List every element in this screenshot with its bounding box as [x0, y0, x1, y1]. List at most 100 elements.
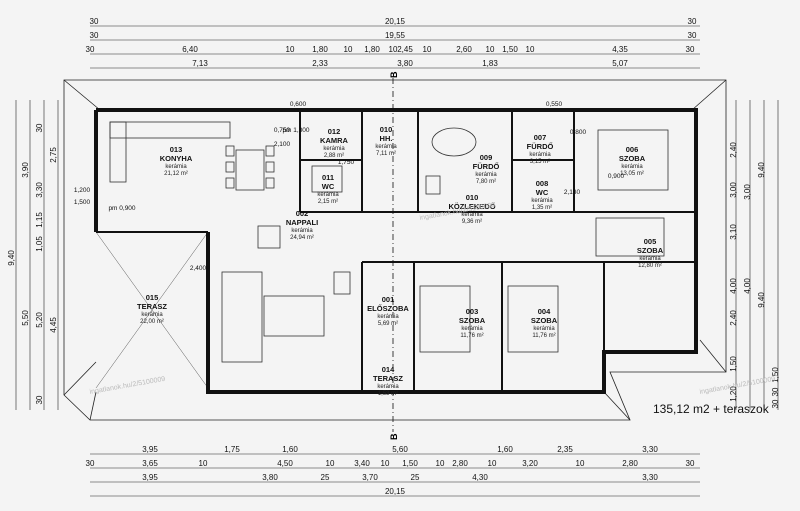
dimension-label-top: 30 [686, 45, 695, 54]
dimension-label-bottom: 10 [436, 459, 445, 468]
opening-note: 0,750 [274, 127, 291, 134]
room-name: SZOBA [459, 316, 486, 325]
room-name: HH. [380, 134, 393, 143]
dimension-label-top: 4,35 [612, 45, 628, 54]
dimension-label-right: 1,20 [729, 386, 738, 402]
room-area: 1,53 m² [378, 391, 398, 397]
dimension-label-bottom: 30 [686, 459, 695, 468]
room-area: 7,11 m² [376, 151, 396, 157]
dimension-label-bottom: 10 [576, 459, 585, 468]
dimension-label-bottom: 30 [86, 459, 95, 468]
dimension-label-left: 5,20 [35, 312, 44, 328]
room-number: 014 [382, 365, 395, 374]
room-name: TERASZ [137, 302, 167, 311]
room-name: ELŐSZOBA [367, 304, 409, 313]
dimension-label-bottom: 3,65 [142, 459, 158, 468]
room-name: WC [322, 182, 335, 191]
dimension-label-left: 3,30 [35, 182, 44, 198]
room-area: 24,94 m² [290, 235, 314, 241]
room-material: kerámia [475, 172, 497, 178]
room-name: SZOBA [619, 154, 646, 163]
room-material: kerámia [375, 144, 397, 150]
dimension-label-top: 10 [286, 45, 295, 54]
dimension-label-bottom: 10 [199, 459, 208, 468]
dimension-label-top: 19,55 [385, 31, 406, 40]
room-number: 010 [466, 193, 479, 202]
room-area: 21,12 m² [164, 171, 188, 177]
dimension-label-right: 30 [771, 387, 780, 396]
room-material: kerámia [461, 326, 483, 332]
dimension-label-bottom: 3,30 [642, 473, 658, 482]
dimension-label-right: 3,00 [729, 182, 738, 198]
room-area: 3,15 m² [530, 159, 550, 165]
room-number: 002 [296, 209, 309, 218]
dimension-label-top: 30 [90, 17, 99, 26]
opening-note: 0,800 [570, 129, 587, 136]
dimension-label-bottom: 4,30 [472, 473, 488, 482]
room-number: 001 [382, 295, 395, 304]
room-material: kerámia [323, 146, 345, 152]
dimension-label-left: 1,15 [35, 212, 44, 228]
room-name: SZOBA [531, 316, 558, 325]
dimension-label-bottom: 10 [381, 459, 390, 468]
room-material: kerámia [291, 228, 313, 234]
dimension-label-bottom: 1,60 [282, 445, 298, 454]
dimension-label-right: 9,40 [757, 162, 766, 178]
dimension-label-top: 20,15 [385, 17, 406, 26]
room-area: 11,76 m² [532, 333, 555, 339]
dimension-label-top: 2,45 [397, 45, 413, 54]
room-area: 13,05 m² [620, 171, 644, 177]
room-number: 003 [466, 307, 479, 316]
room-material: kerámia [621, 164, 643, 170]
section-marker-bottom: B [389, 433, 399, 440]
opening-note: 2,130 [564, 189, 581, 196]
room-material: kerámia [141, 312, 163, 318]
exterior-walls [94, 108, 698, 394]
opening-note: 2,100 [274, 141, 291, 148]
room-number: 008 [536, 179, 549, 188]
room-name: TERASZ [373, 374, 403, 383]
room-number: 010 [380, 125, 393, 134]
room-area: 2,88 m² [324, 153, 344, 159]
dimension-label-bottom: 20,15 [385, 487, 406, 496]
dimension-label-bottom: 3,95 [142, 445, 158, 454]
room-material: kerámia [639, 256, 661, 262]
dimension-label-top: 10 [389, 45, 398, 54]
opening-note: 1,750 [338, 159, 355, 166]
dimension-label-right: 9,40 [757, 292, 766, 308]
opening-note: 2,400 [190, 265, 207, 272]
dimension-label-bottom: 5,60 [392, 445, 408, 454]
dimension-label-right: 4,00 [743, 278, 752, 294]
room-area: 5,69 m² [378, 321, 398, 327]
dimension-label-top: 1,50 [502, 45, 518, 54]
area-caption: 135,12 m2 + teraszok [653, 402, 769, 416]
roof-outline [63, 79, 727, 421]
dimension-label-left: 30 [35, 123, 44, 132]
room-area: 2,15 m² [318, 199, 338, 205]
room-material: kerámia [377, 314, 399, 320]
room-number: 006 [626, 145, 639, 154]
room-name: FÜRDŐ [473, 162, 500, 171]
dimension-label-left: 2,75 [49, 147, 58, 163]
dimension-label-bottom: 25 [411, 473, 420, 482]
room-number: 007 [534, 133, 547, 142]
dimension-label-bottom: 10 [326, 459, 335, 468]
room-number: 004 [538, 307, 551, 316]
room-number: 005 [644, 237, 657, 246]
opening-note: 1,200 [74, 187, 91, 194]
dimension-label-top: 30 [688, 31, 697, 40]
room-name: WC [536, 188, 549, 197]
dimension-label-top: 6,40 [182, 45, 198, 54]
dimension-label-top: 30 [688, 17, 697, 26]
